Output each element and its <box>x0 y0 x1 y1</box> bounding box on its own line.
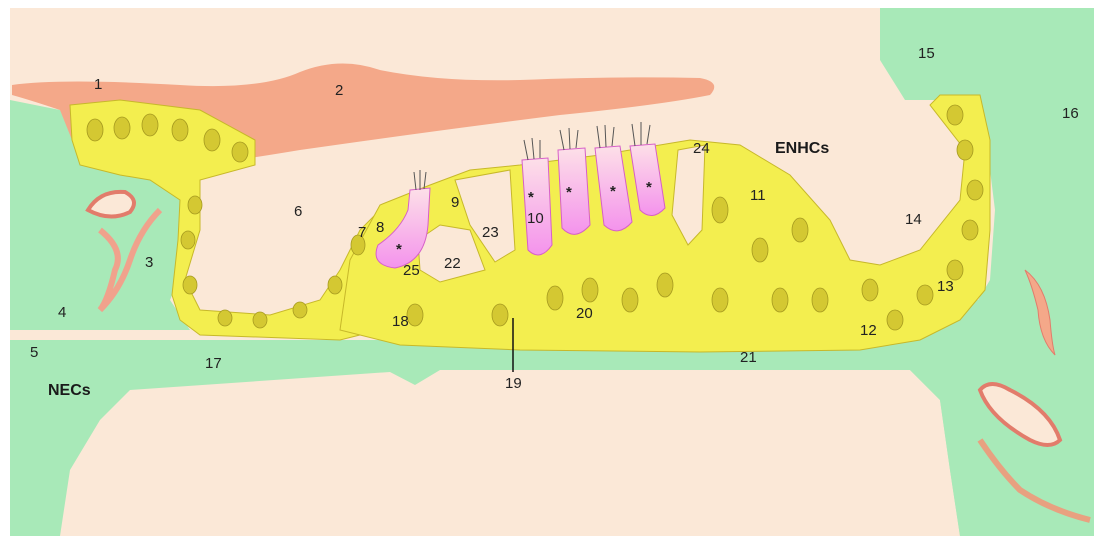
asterisk-10: * <box>528 189 534 206</box>
label-10: 10 <box>527 210 544 227</box>
region-label-necs: NECs <box>48 382 91 399</box>
label-18: 18 <box>392 313 409 330</box>
label-3: 3 <box>145 254 153 271</box>
label-2: 2 <box>335 82 343 99</box>
label-13: 13 <box>937 278 954 295</box>
label-8: 8 <box>376 219 384 236</box>
label-5: 5 <box>30 344 38 361</box>
label-17: 17 <box>205 355 222 372</box>
label-25: 25 <box>403 262 420 279</box>
asterisk-ohc2: * <box>566 184 572 201</box>
label-24: 24 <box>693 140 710 157</box>
label-6: 6 <box>294 203 302 220</box>
label-9: 9 <box>451 194 459 211</box>
label-19: 19 <box>505 375 522 392</box>
label-15: 15 <box>918 45 935 62</box>
label-23: 23 <box>482 224 499 241</box>
label-20: 20 <box>576 305 593 322</box>
asterisk-ohc3: * <box>610 183 616 200</box>
label-1: 1 <box>94 76 102 93</box>
region-label-enhcs: ENHCs <box>775 140 829 157</box>
asterisk-8: * <box>396 241 402 258</box>
label-22: 22 <box>444 255 461 272</box>
label-11: 11 <box>750 187 766 204</box>
label-7: 7 <box>358 224 366 241</box>
outer-hair-cell-2 <box>558 148 590 234</box>
label-21: 21 <box>740 349 757 366</box>
label-4: 4 <box>58 304 66 321</box>
asterisk-ohc4: * <box>646 179 652 196</box>
label-16: 16 <box>1062 105 1079 122</box>
label-14: 14 <box>905 211 922 228</box>
label-12: 12 <box>860 322 877 339</box>
